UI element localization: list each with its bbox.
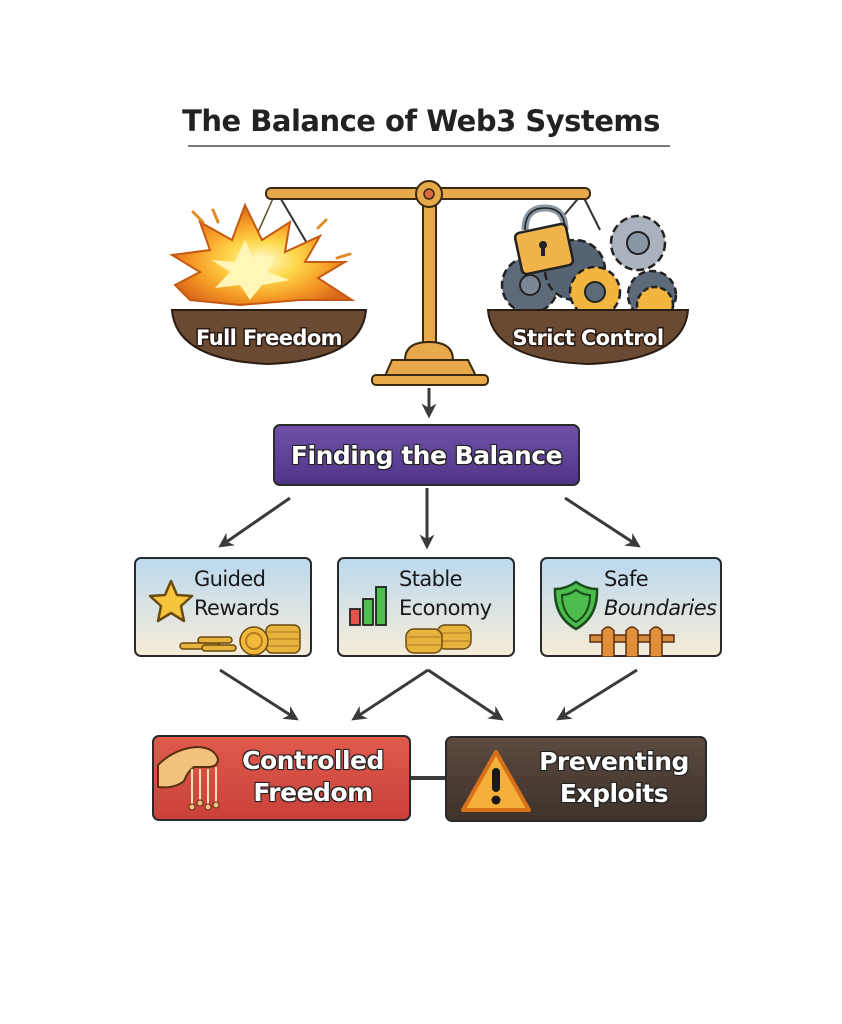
fence-icon	[589, 626, 675, 657]
title-underline	[188, 145, 670, 147]
arrow-economy-to-exploits	[427, 668, 504, 721]
right-pan-label: Strict Control	[513, 326, 664, 350]
explosion-icon	[169, 202, 356, 307]
finding-balance-label: Finding the Balance	[290, 440, 563, 470]
coin-stack-icon	[405, 624, 472, 654]
balance-scale-icon	[249, 180, 601, 386]
left-pan-label: Full Freedom	[196, 326, 342, 350]
diagram-title: The Balance of Web3 Systems	[182, 104, 660, 138]
arrow-boundaries-to-exploits	[556, 668, 638, 721]
left-pan: Full Freedom	[170, 309, 368, 366]
lock-and-gears-icon	[500, 204, 678, 325]
coin-stack-icon	[179, 624, 301, 656]
arrow-balance-to-rewards	[218, 496, 291, 548]
arrow-economy-to-controlled	[351, 668, 429, 721]
bar-chart-icon	[349, 586, 387, 626]
warning-icon	[461, 750, 531, 812]
star-icon	[148, 579, 194, 623]
puppet-hand-icon	[157, 745, 220, 811]
outcome-connector-line	[411, 776, 445, 780]
arrow-rewards-to-controlled	[219, 668, 299, 721]
right-pan: Strict Control	[486, 309, 690, 366]
shield-icon	[553, 580, 599, 631]
finding-balance-node: Finding the Balance	[273, 424, 580, 486]
arrow-balance-to-boundaries	[564, 496, 641, 548]
